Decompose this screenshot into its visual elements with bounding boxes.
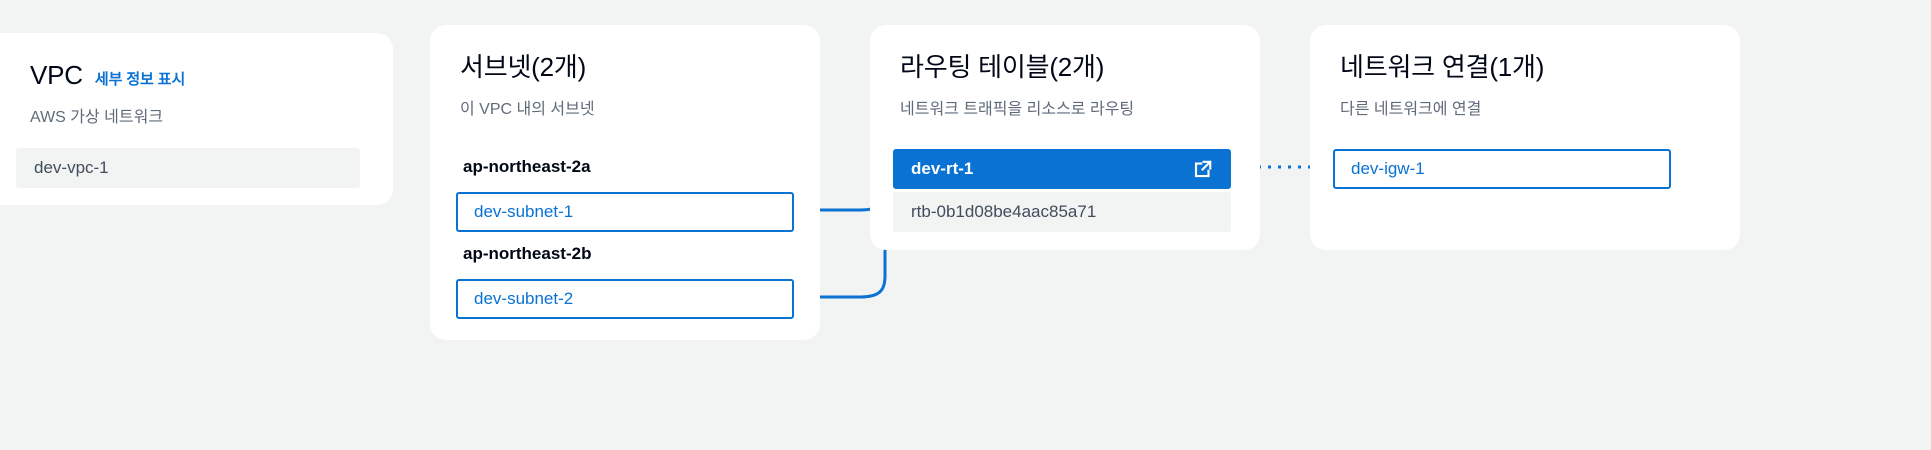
subnets-card-title: 서브넷(2개) [460,52,587,82]
network-connections-card-subtitle: 다른 네트워크에 연결 [1340,100,1482,118]
network-connections-card: 네트워크 연결(1개) 다른 네트워크에 연결 [1310,25,1740,250]
route-tables-card-title: 라우팅 테이블(2개) [900,52,1105,82]
vpc-card-title: VPC [30,60,83,90]
route-table-chip-dev-rt-1[interactable]: dev-rt-1 [893,149,1231,189]
subnet-chip-dev-subnet-1[interactable]: dev-subnet-1 [456,192,794,232]
route-tables-card-subtitle: 네트워크 트래픽을 리소스로 라우팅 [900,100,1135,118]
vpc-show-details-link[interactable]: 세부 정보 표시 [94,71,186,88]
subnet-chip-dev-subnet-2[interactable]: dev-subnet-2 [456,279,794,319]
vpc-card-subtitle: AWS 가상 네트워크 [30,108,164,126]
route-table-chip-label: dev-rt-1 [911,159,974,178]
availability-zone-label-2b: ap-northeast-2b [463,244,592,263]
internet-gateway-chip-dev-igw-1[interactable]: dev-igw-1 [1333,149,1671,189]
external-link-icon[interactable] [1193,159,1213,179]
subnets-card-subtitle: 이 VPC 내의 서브넷 [460,100,595,118]
route-table-id-chip[interactable]: rtb-0b1d08be4aac85a71 [893,192,1231,232]
availability-zone-label-2a: ap-northeast-2a [463,157,591,176]
vpc-resource-chip[interactable]: dev-vpc-1 [16,148,360,188]
network-connections-card-title: 네트워크 연결(1개) [1340,52,1545,82]
